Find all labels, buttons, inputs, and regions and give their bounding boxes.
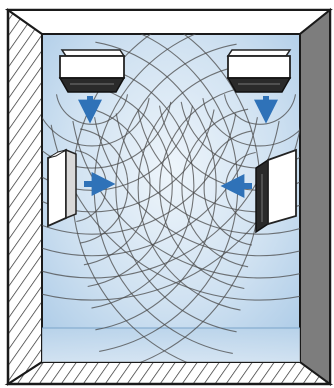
speaker-ceiling-left-grille	[60, 78, 124, 92]
speaker-ceiling-left-top	[62, 50, 124, 56]
room-floor	[42, 328, 300, 362]
speaker-ceiling-right-grille	[228, 78, 290, 92]
speaker-ceiling-right-top	[228, 50, 290, 56]
speaker-ceiling-right-body	[228, 56, 290, 78]
left-wall-hatched	[8, 10, 42, 384]
speaker-wall-left	[48, 150, 76, 226]
speaker-wall-left-side	[66, 150, 76, 218]
right-wall-gray	[300, 10, 330, 384]
speaker-ceiling-left-body	[60, 56, 124, 78]
speaker-ceiling-right	[228, 50, 290, 92]
speaker-ceiling-left	[60, 50, 124, 92]
floor-hatched	[8, 362, 330, 384]
top-wall	[8, 10, 330, 34]
speaker-wall-right-front	[268, 150, 296, 224]
speaker-wall-left-front	[48, 150, 66, 226]
